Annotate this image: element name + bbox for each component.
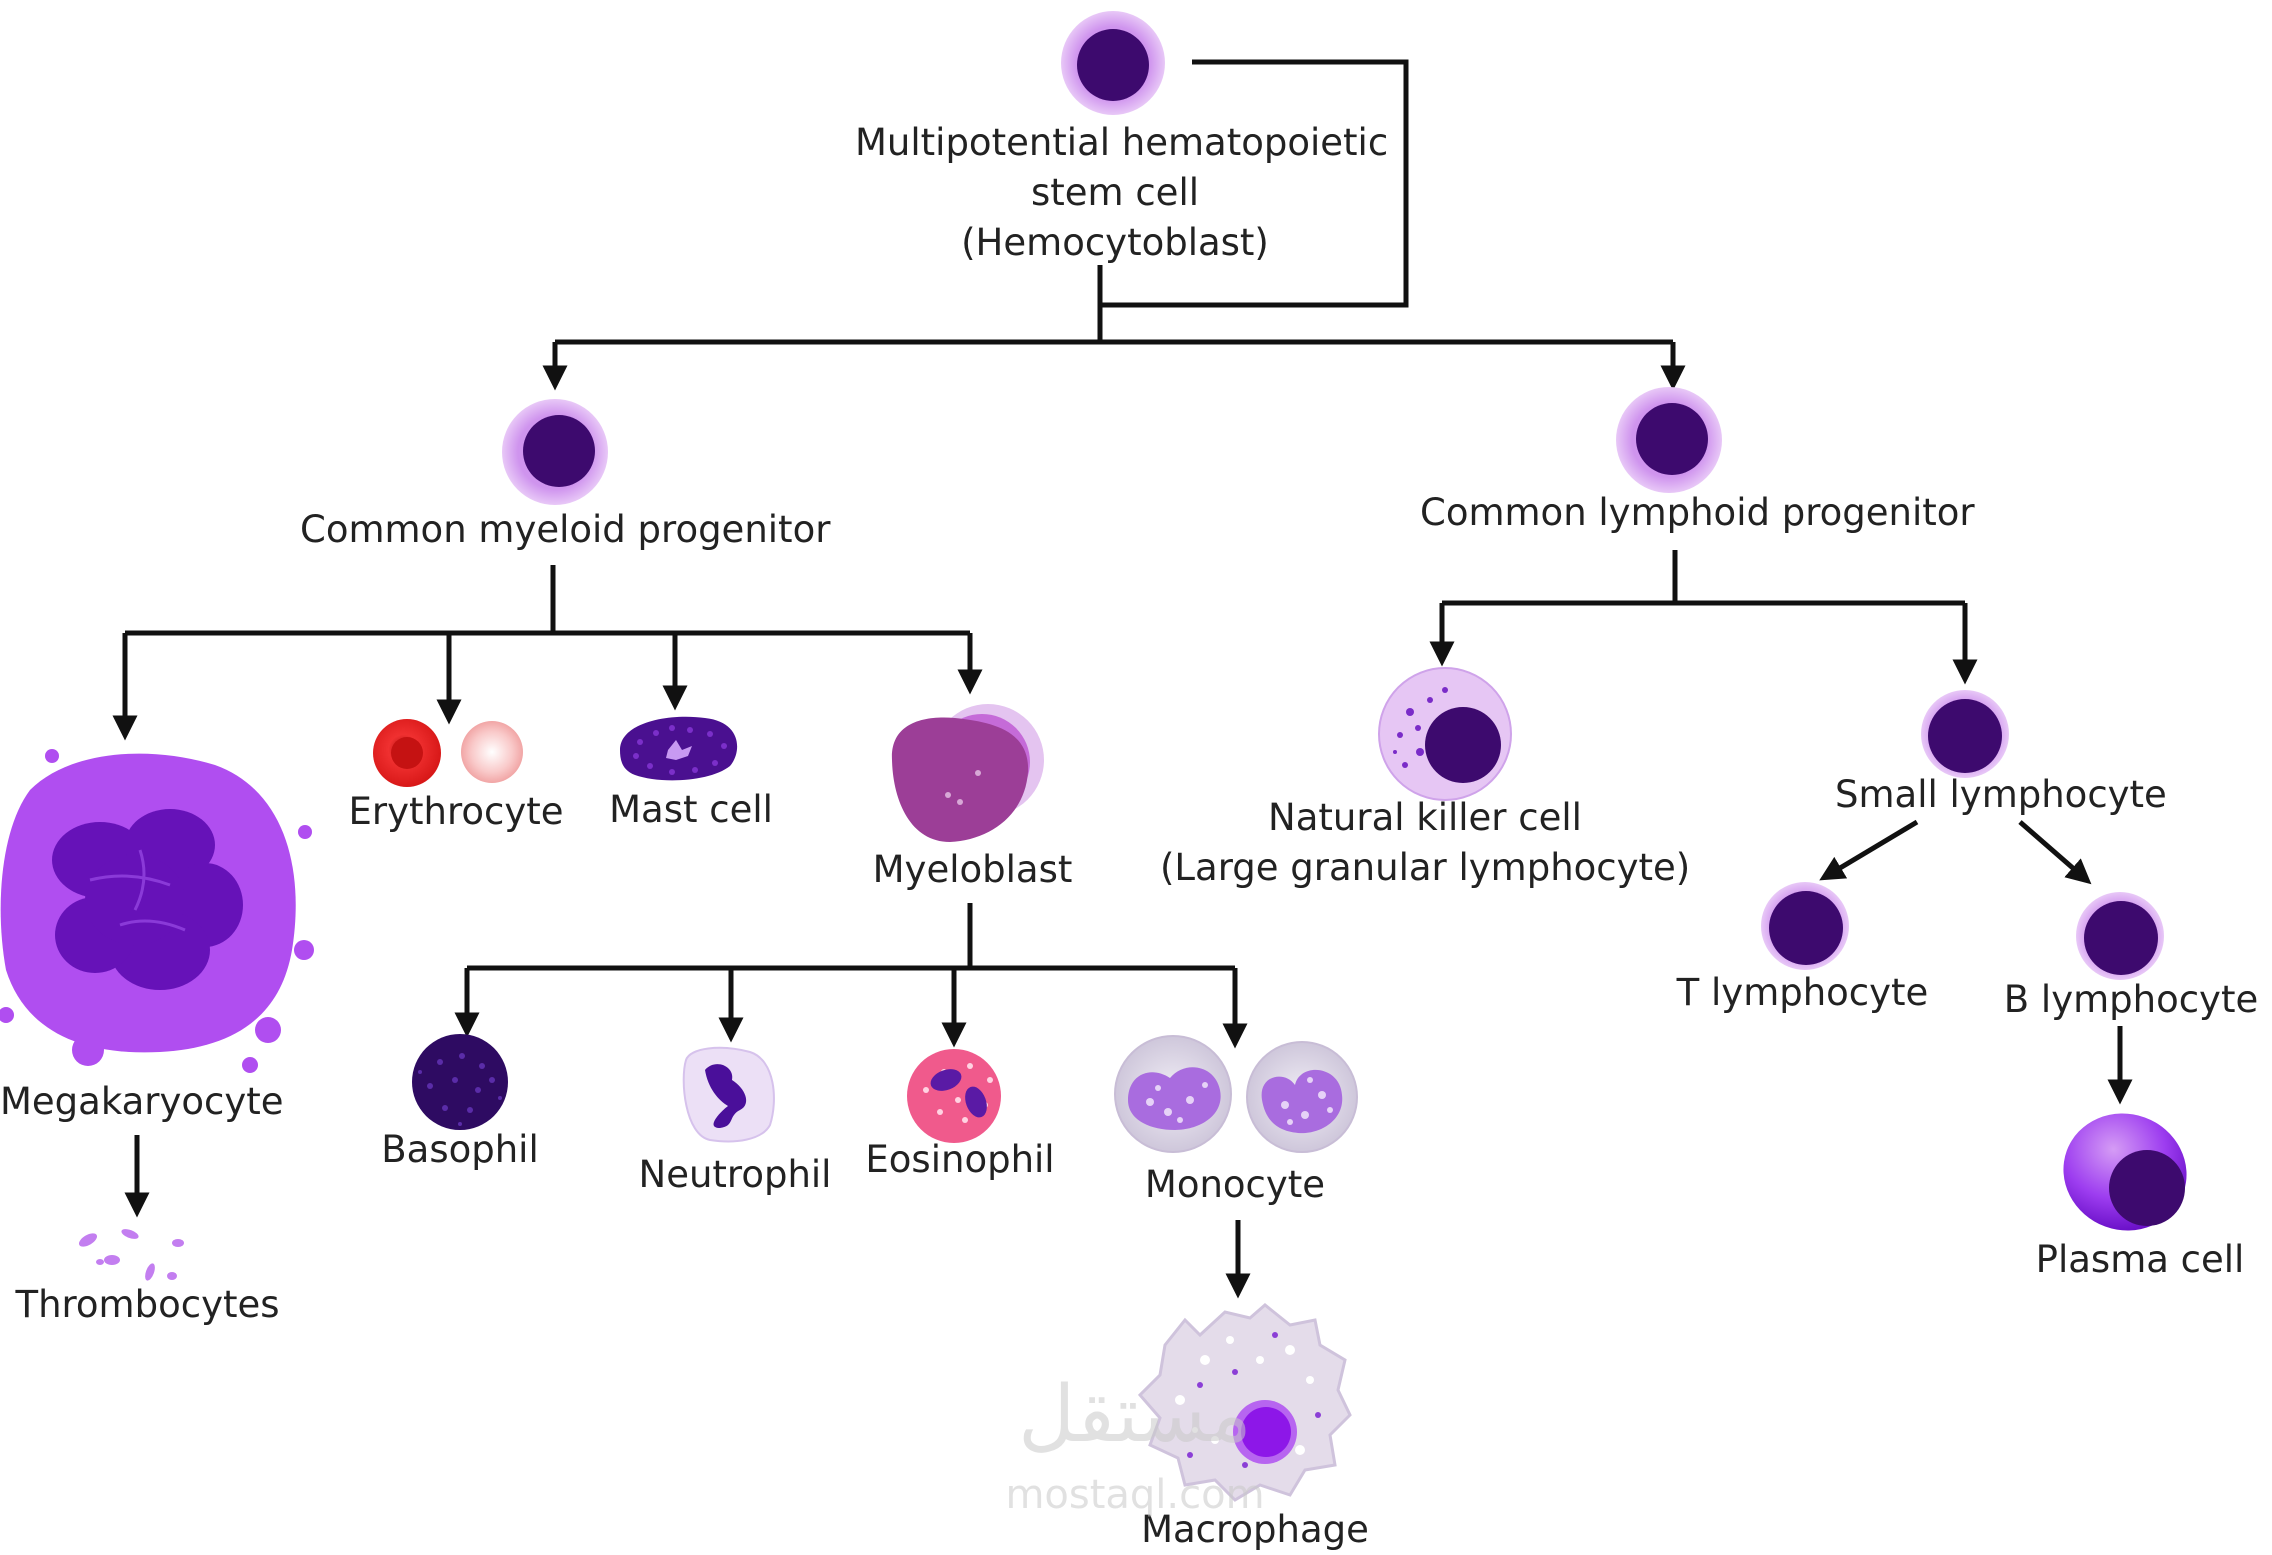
stem-cell-label: Multipotential hematopoietic stem cell (… [855,118,1389,268]
neutrophil-icon [682,1046,775,1143]
b-lymphocyte-icon [2076,892,2164,980]
macrophage-icon [1137,1303,1352,1502]
mast-cell-icon [620,716,738,781]
small-lymphocyte-label: Small lymphocyte [1835,773,2167,816]
myeloblast-icon [891,704,1044,842]
t-lymphocyte-label: T lymphocyte [1676,971,1929,1014]
small-lymphocyte-icon [1921,690,2009,778]
stem-cell-icon [1061,11,1165,115]
basophil-icon [412,1034,508,1130]
arrow-to-b-lymphocyte [2018,820,2092,885]
thrombocytes-icon [78,1229,184,1281]
megakaryocyte-label: Megakaryocyte [0,1080,284,1123]
natural-killer-cell-icon [1378,667,1512,801]
lymphoid-progenitor-label: Common lymphoid progenitor [1420,491,1975,534]
connector-lines [112,59,2133,1299]
natural-killer-label-line2: (Large granular lymphocyte) [1160,846,1691,889]
megakaryocyte-icon [0,749,314,1073]
plasma-cell-label: Plasma cell [2035,1238,2245,1281]
thrombocytes-label: Thrombocytes [15,1283,280,1326]
eosinophil-icon [907,1049,1001,1143]
stem-self-renewal-loop [1100,59,1409,308]
myeloid-progenitor-label: Common myeloid progenitor [300,508,831,551]
b-lymphocyte-label: B lymphocyte [2003,978,2259,1021]
macrophage-label: Macrophage [1141,1508,1369,1551]
myeloblast-label: Myeloblast [872,848,1073,891]
monocyte-label: Monocyte [1144,1163,1326,1206]
watermark-latin: mostaql.com [1005,1472,1265,1518]
neutrophil-label: Neutrophil [638,1153,832,1196]
monocyte-icon [1114,1035,1358,1153]
basophil-label: Basophil [381,1128,539,1171]
stem-cell-label-line3: (Hemocytoblast) [961,221,1269,264]
lymphoid-progenitor-icon [1616,387,1722,493]
t-lymphocyte-icon [1761,882,1849,970]
watermark-arabic: مستقل [1018,1370,1252,1460]
myeloid-progenitor-icon [502,399,608,505]
plasma-cell-icon [2063,1113,2187,1231]
eosinophil-label: Eosinophil [865,1138,1055,1181]
arrow-to-t-lymphocyte [1819,819,1919,881]
natural-killer-label-line1: Natural killer cell [1268,796,1582,839]
natural-killer-label: Natural killer cell (Large granular lymp… [1160,793,1690,893]
erythrocyte-label: Erythrocyte [348,790,564,833]
stem-cell-label-line1: Multipotential hematopoietic [855,121,1389,164]
mast-cell-label: Mast cell [609,788,773,831]
erythrocyte-icon [373,719,523,787]
stem-cell-label-line2: stem cell [1030,171,1200,214]
